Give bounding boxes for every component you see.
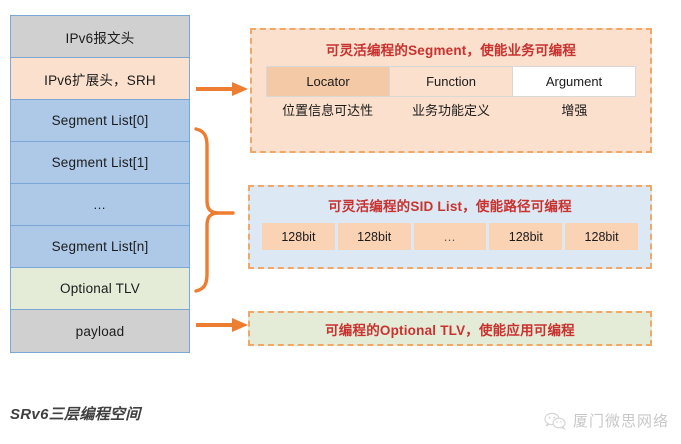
- segment-sublabel-row: 位置信息可达性 业务功能定义 增强: [266, 103, 636, 118]
- srv6-packet-stack: IPv6报文头 IPv6扩展头，SRH Segment List[0] Segm…: [10, 15, 190, 353]
- packet-row-segment-list-0: Segment List[0]: [11, 100, 189, 142]
- packet-row-label: …: [93, 197, 107, 212]
- sid-cell-5: 128bit: [565, 223, 638, 250]
- packet-row-payload: payload: [11, 310, 189, 352]
- arrow-tlv-to-panel: [196, 318, 248, 332]
- packet-row-ipv6-ext-srh: IPv6扩展头，SRH: [11, 58, 189, 100]
- segment-sublabel-argument: 增强: [561, 103, 588, 118]
- packet-row-ellipsis: …: [11, 184, 189, 226]
- panel-optional-tlv-programmable: 可编程的Optional TLV，使能应用可编程: [248, 311, 652, 346]
- panel-segment-title: 可灵活编程的Segment，使能业务可编程: [325, 43, 577, 58]
- watermark-text: 厦门微思网络: [572, 413, 669, 430]
- packet-row-optional-tlv: Optional TLV: [11, 268, 189, 310]
- sid-cell-4: 128bit: [489, 223, 563, 250]
- sid-cell-2: 128bit: [337, 223, 411, 250]
- packet-row-label: Segment List[n]: [51, 239, 149, 254]
- sid-cell-1: 128bit: [262, 223, 335, 250]
- panel-sid-list-programmable: 可灵活编程的SID List，使能路径可编程 128bit 128bit … 1…: [248, 185, 652, 269]
- segment-sublabel-function: 业务功能定义: [411, 103, 490, 118]
- segment-sublabel-locator: 位置信息可达性: [282, 103, 374, 118]
- panel-tlv-title: 可编程的Optional TLV，使能应用可编程: [325, 322, 575, 338]
- diagram-caption: SRv6三层编程空间: [10, 406, 141, 423]
- packet-row-label: Segment List[1]: [51, 155, 149, 170]
- brace-segment-list-to-sidlist: [194, 127, 235, 293]
- segment-field-row: Locator Function Argument: [266, 66, 636, 97]
- sid-field-row: 128bit 128bit … 128bit 128bit: [262, 223, 638, 250]
- segment-cell-function: Function: [390, 67, 513, 96]
- packet-row-label: payload: [75, 323, 125, 339]
- packet-row-ipv6-header: IPv6报文头: [11, 16, 189, 58]
- panel-segment-programmable: 可灵活编程的Segment，使能业务可编程 Locator Function A…: [250, 28, 652, 153]
- packet-row-label: Segment List[0]: [51, 113, 149, 128]
- packet-row-label: Optional TLV: [60, 281, 140, 296]
- packet-row-label: IPv6扩展头，SRH: [44, 72, 156, 88]
- segment-cell-argument: Argument: [513, 67, 635, 96]
- segment-cell-locator: Locator: [267, 67, 390, 96]
- packet-row-label: IPv6报文头: [65, 30, 135, 46]
- wechat-icon: [544, 412, 566, 430]
- panel-sidlist-title: 可灵活编程的SID List，使能路径可编程: [328, 199, 572, 214]
- sid-cell-ellipsis: …: [413, 223, 487, 250]
- packet-row-segment-list-1: Segment List[1]: [11, 142, 189, 184]
- packet-row-segment-list-n: Segment List[n]: [11, 226, 189, 268]
- watermark: 厦门微思网络: [544, 410, 669, 431]
- arrow-srh-to-segment: [196, 82, 248, 96]
